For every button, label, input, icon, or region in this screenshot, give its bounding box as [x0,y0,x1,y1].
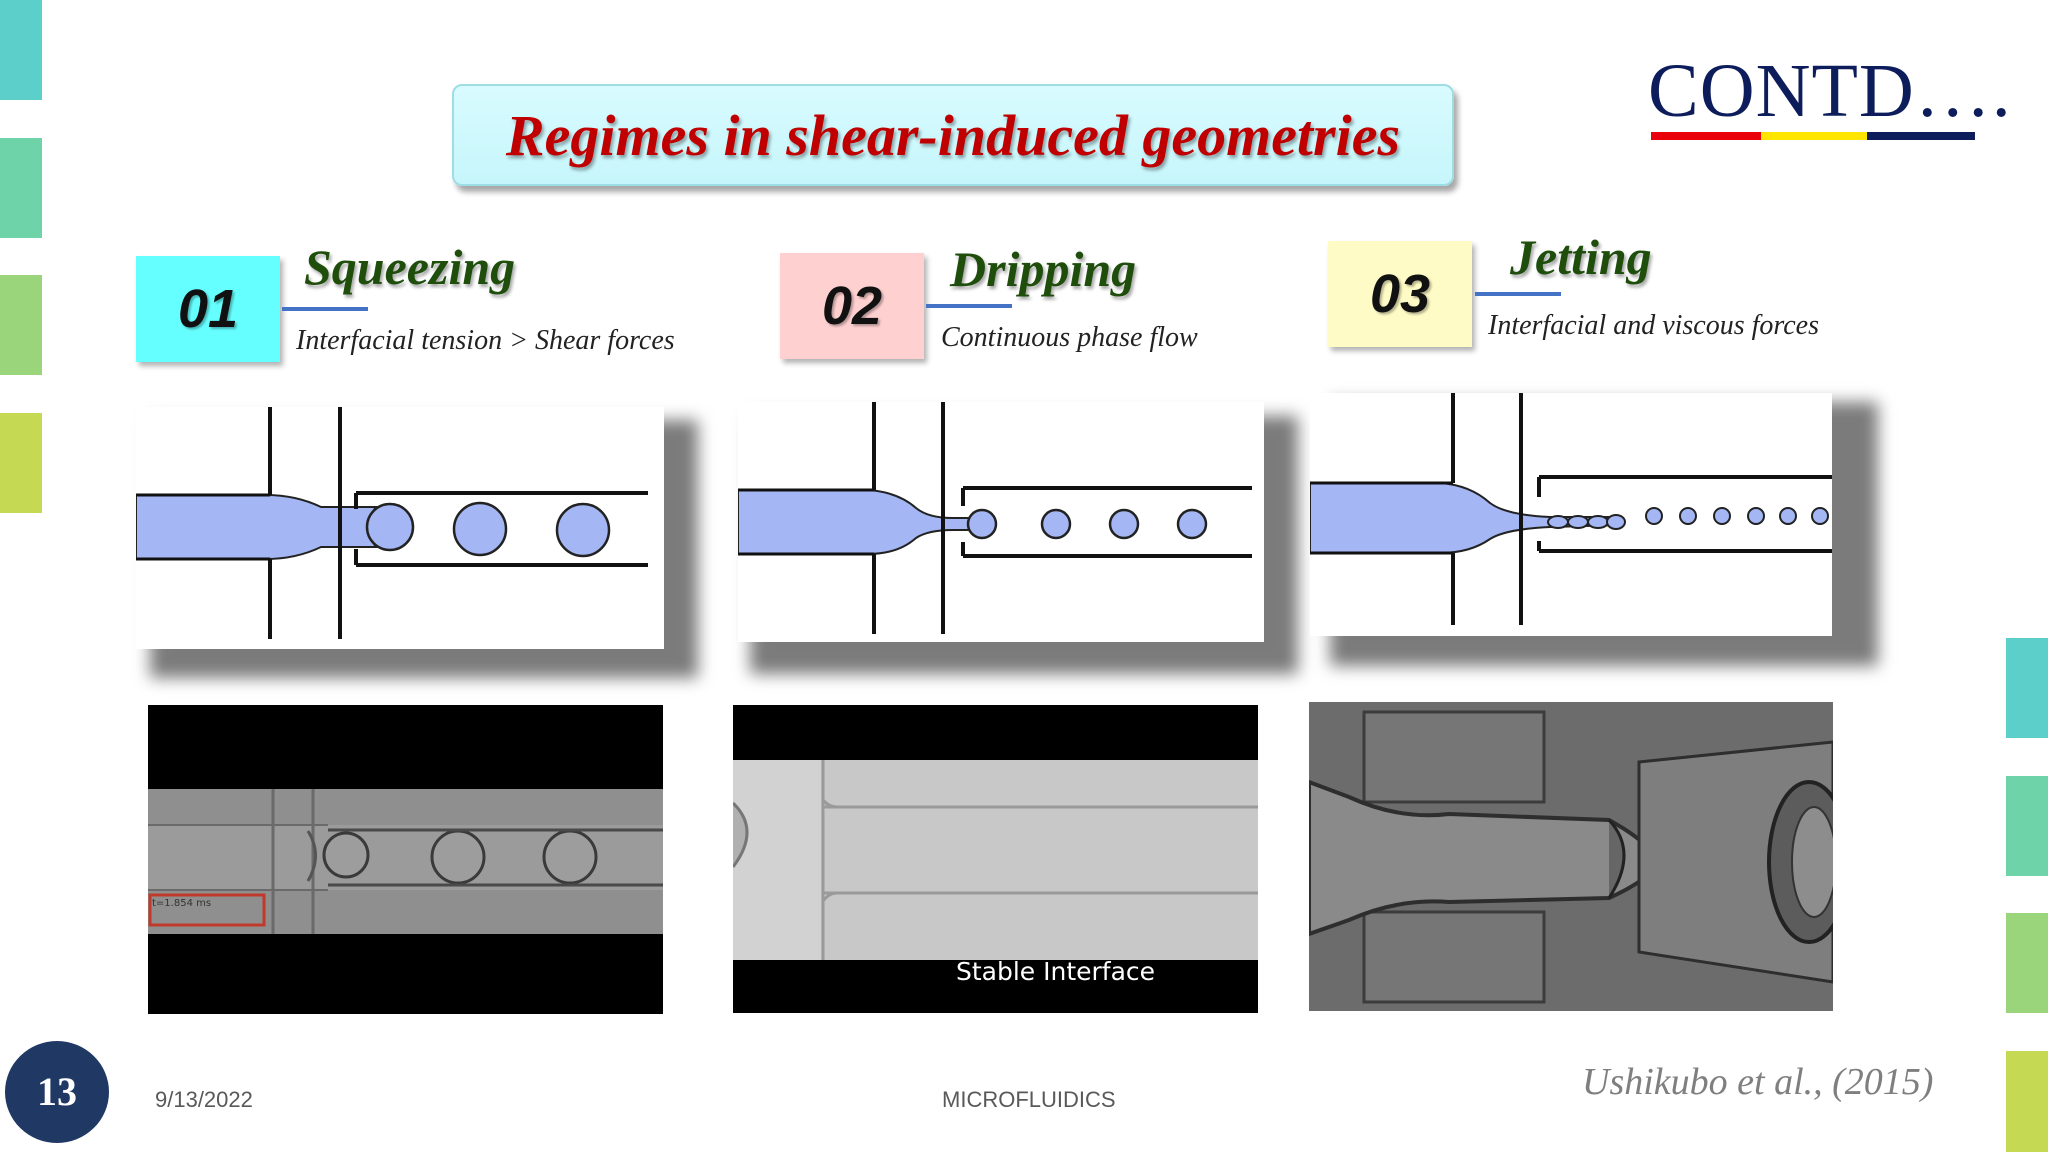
left-accent-bar-3 [0,275,42,375]
dripping-micrograph-image [733,760,1258,1013]
dripping-channel-diagram [737,402,1252,634]
regime-description: Interfacial and viscous forces [1488,310,1820,341]
regime-description: Interfacial tension > Shear forces [296,325,675,356]
right-accent-bar-2 [2006,776,2048,876]
contd-underline-red [1651,132,1761,140]
jetting-micrograph [1309,702,1833,1011]
footer-topic: MICROFLUIDICS [942,1087,1116,1112]
dripping-schematic [737,402,1264,642]
citation: Ushikubo et al., (2015) [1582,1061,1934,1103]
contd-heading: CONTD…. [1648,49,2012,133]
slide-title-box: Regimes in shear-induced geometries [452,84,1454,186]
jetting-micrograph-image [1309,702,1833,1011]
right-accent-bar-1 [2006,638,2048,738]
regime-number: 01 [177,279,239,339]
regime-number: 02 [821,276,883,336]
footer-date: 9/13/2022 [155,1087,253,1112]
squeezing-micrograph-image [148,789,663,934]
photo-caption: Stable Interface [955,957,1156,986]
regime-number-box: 02 [780,253,924,359]
regime-name: Squeezing [304,239,516,295]
squeezing-schematic [135,407,664,649]
regime-number: 03 [1369,264,1431,324]
squeezing-channel-diagram [135,407,648,639]
regime-description: Continuous phase flow [941,322,1198,353]
right-accent-bar-3 [2006,913,2048,1013]
slide-title: Regimes in shear-induced geometries [505,103,1401,168]
left-accent-bar-4 [0,413,42,513]
jetting-schematic [1309,393,1832,636]
right-accent-bar-4 [2006,1051,2048,1152]
left-accent-bar-1 [0,0,42,100]
contd-underline-yellow [1761,132,1867,140]
squeezing-micrograph: t=1.854 ms [148,705,663,1014]
regime-divider [282,307,368,311]
jetting-channel-diagram [1309,393,1832,625]
contd-underline-navy [1867,132,1975,140]
page-number-badge: 13 [5,1041,109,1143]
regime-number-box: 01 [136,256,280,362]
timestamp-label: t=1.854 ms [152,898,212,909]
dripping-micrograph: Stable Interface [733,705,1258,1013]
regime-name: Jetting [1510,229,1652,285]
regime-divider [1475,292,1561,296]
regime-name: Dripping [950,241,1137,297]
regime-divider [926,304,1012,308]
regime-number-box: 03 [1328,241,1472,347]
left-accent-bar-2 [0,138,42,238]
